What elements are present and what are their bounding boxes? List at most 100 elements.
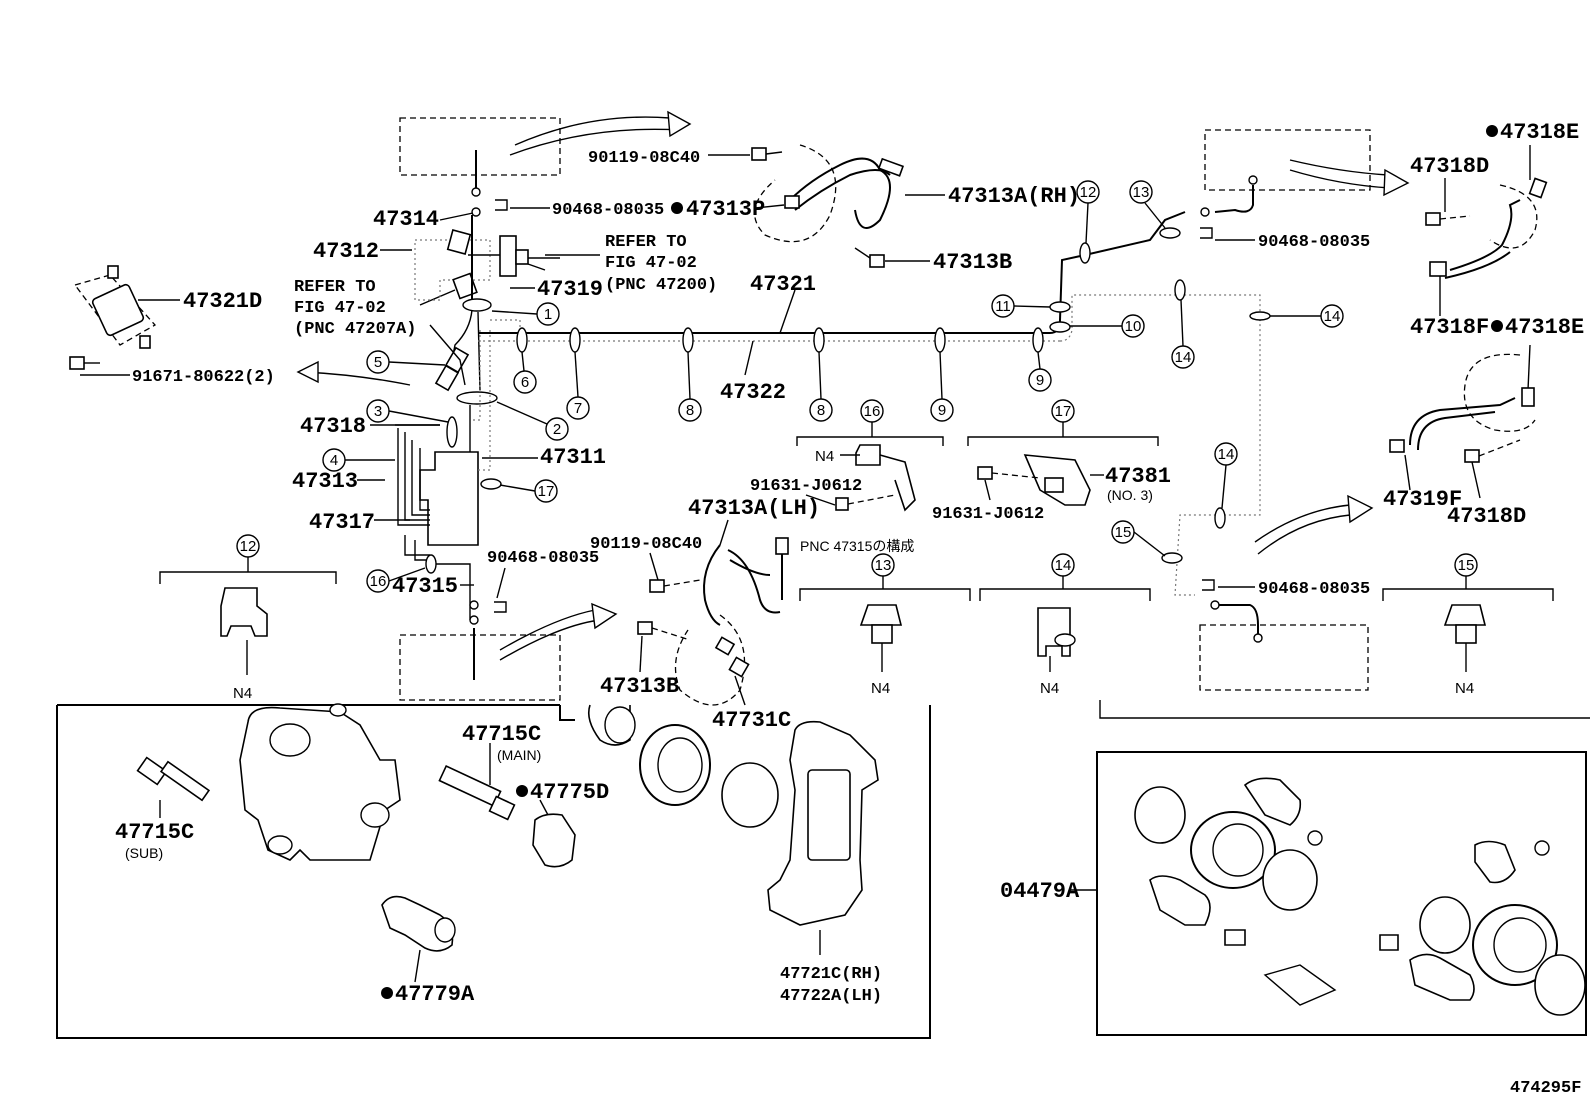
- figure-id: 474295F: [1510, 1079, 1581, 1098]
- callout-14b: 14: [1324, 308, 1341, 325]
- detail-15: 15 N4: [1382, 553, 1554, 697]
- note-fig-2: FIG 47-02: [294, 299, 386, 318]
- label-47313b-top: 47313B: [933, 250, 1012, 275]
- note-no3: (NO. 3): [1107, 487, 1153, 503]
- label-47318d-a: 47318D: [1410, 154, 1489, 179]
- callout-2: 2: [553, 421, 561, 438]
- label-47313a-lh: 47313A(LH): [688, 496, 820, 521]
- label-91671-80622: 91671-80622(2): [132, 368, 275, 387]
- detail-16: N4 91631-J0612: [750, 422, 944, 512]
- label-n4-16: N4: [815, 448, 834, 465]
- callout-10: 10: [1125, 318, 1142, 335]
- callout-6: 6: [521, 374, 529, 391]
- label-90119-08c40-bot: 90119-08C40: [590, 535, 702, 554]
- callout-17b: 17: [538, 483, 555, 500]
- note-pnc-47315: PNC 47315の構成: [800, 538, 914, 554]
- rear-hose-lh: 47319F 47318D: [1383, 344, 1536, 529]
- label-47321d: 47321D: [183, 289, 262, 314]
- callout-13b: 13: [875, 557, 892, 574]
- top-left-flow-group: [399, 110, 692, 217]
- callout-8b: 8: [817, 402, 825, 419]
- label-n4-14: N4: [1040, 680, 1059, 697]
- boot-47775d: 47775D: [516, 780, 609, 868]
- clip-90468-top: 90468-08035 47313P: [495, 197, 785, 222]
- label-47318d-b: 47318D: [1447, 504, 1526, 529]
- seal-kit-04479a: 04479A: [1000, 751, 1587, 1036]
- label-90468-08035-right-top: 90468-08035: [1258, 233, 1370, 252]
- label-n4-13: N4: [871, 680, 890, 697]
- new-part-marker-e2: [1491, 320, 1503, 332]
- brake-line-47321: 47321 47322: [478, 211, 1271, 596]
- callout-5: 5: [374, 354, 382, 371]
- label-47314: 47314: [373, 207, 439, 232]
- label-90468-08035-right-bot: 90468-08035: [1258, 580, 1370, 599]
- label-47715c-sub: 47715C: [115, 820, 194, 845]
- hose-47313a-rh: 47313A(RH): [753, 144, 1080, 243]
- label-90119-08c40-top: 90119-08C40: [588, 149, 700, 168]
- detail-12: 12 N4: [159, 534, 337, 702]
- new-part-marker-775d: [516, 785, 528, 797]
- note-pnc-47207a: (PNC 47207A): [294, 320, 416, 339]
- note-sub: (SUB): [125, 845, 163, 861]
- label-47317: 47317: [309, 510, 375, 535]
- callout-3: 3: [374, 403, 382, 420]
- pin-47715c-main: 47715C (MAIN): [438, 722, 541, 821]
- callout-15b: 15: [1458, 557, 1475, 574]
- detail-13: 13 N4: [799, 553, 971, 697]
- label-47311: 47311: [540, 445, 606, 470]
- callout-16b: 16: [370, 573, 387, 590]
- callout-11: 11: [995, 298, 1011, 315]
- label-47321: 47321: [750, 272, 816, 297]
- callout-14c: 14: [1218, 446, 1235, 463]
- label-90468-08035-top: 90468-08035: [552, 201, 664, 220]
- callout-8a: 8: [686, 402, 694, 419]
- label-47318e-a: 47318E: [1500, 120, 1579, 145]
- callout-15a: 15: [1115, 524, 1132, 541]
- label-n4-12: N4: [233, 685, 252, 702]
- note-pnc-47200: (PNC 47200): [605, 276, 717, 295]
- callout-13a: 13: [1133, 184, 1150, 201]
- new-part-marker-779a: [381, 987, 393, 999]
- label-47319: 47319: [537, 277, 603, 302]
- callout-9a: 9: [938, 402, 946, 419]
- label-91631-j0612-b: 91631-J0612: [932, 505, 1044, 524]
- bushing-47779a: 47779A: [381, 895, 475, 1007]
- label-47318: 47318: [300, 414, 366, 439]
- label-47318e-b: 47318E: [1505, 315, 1584, 340]
- label-47381: 47381: [1105, 464, 1171, 489]
- note-refer-to-2: REFER TO: [294, 278, 376, 297]
- note-main: (MAIN): [497, 747, 541, 763]
- label-n4-15: N4: [1455, 680, 1474, 697]
- callout-1: 1: [544, 306, 552, 323]
- sensor-47321d: 47321D 91671-80622(2): [69, 265, 411, 387]
- detail-14: 14 N4: [979, 553, 1151, 697]
- label-90468-08035-left: 90468-08035: [487, 549, 599, 568]
- callouts: 1 2 3 4 5 6 7 8 8 9 9 10 11 12 13 14 14 …: [322, 180, 1344, 593]
- label-47319f: 47319F: [1383, 487, 1462, 512]
- label-47721c-rh: 47721C(RH): [780, 965, 882, 984]
- label-91631-j0612-a: 91631-J0612: [750, 477, 862, 496]
- callout-16a: 16: [864, 403, 881, 420]
- callout-12b: 12: [240, 538, 257, 555]
- pin-47715c-sub: 47715C (SUB): [115, 756, 211, 861]
- label-47313a-rh: 47313A(RH): [948, 184, 1080, 209]
- new-part-marker: [671, 202, 683, 214]
- callout-9b: 9: [1036, 372, 1044, 389]
- label-47322: 47322: [720, 380, 786, 405]
- label-47715c-main: 47715C: [462, 722, 541, 747]
- label-47312: 47312: [313, 239, 379, 264]
- label-47779a: 47779A: [395, 982, 475, 1007]
- detail-17: 47381 (NO. 3) 91631-J0612: [932, 422, 1171, 524]
- label-04479a: 04479A: [1000, 879, 1080, 904]
- caliper-box: 47715C (SUB) 47715C (MAIN) 47775D 47779A: [56, 703, 931, 1039]
- label-47313b-bot: 47313B: [600, 674, 679, 699]
- new-part-marker-e1: [1486, 125, 1498, 137]
- hose-47313a-lh: 47313A(LH) PNC 47315の構成 90119-08C40 4731…: [399, 496, 914, 733]
- label-group-left: 47314 47312 47319 REFER TO FIG 47-02 (PN…: [292, 207, 717, 599]
- mounting-47721c: 47721C(RH) 47722A(LH): [767, 720, 882, 1006]
- callout-12a: 12: [1080, 184, 1097, 201]
- callout-17a: 17: [1055, 403, 1072, 420]
- bolt-90119-top: 90119-08C40: [588, 147, 783, 168]
- bolt-47313b-top: 47313B: [854, 247, 1012, 275]
